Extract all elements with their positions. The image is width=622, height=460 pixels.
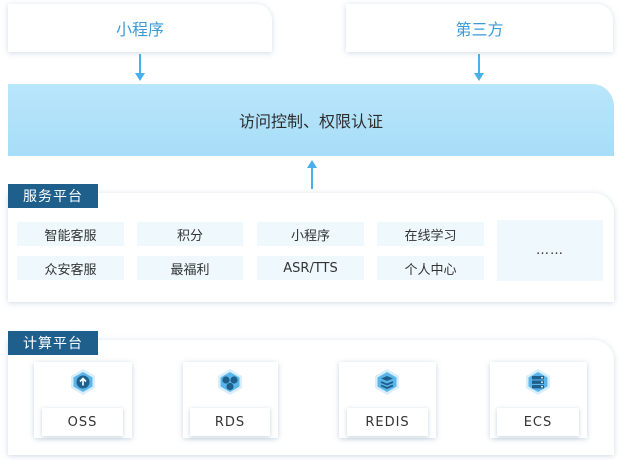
compute-node-label: ECS [497,408,579,436]
arrow-down-icon [474,73,484,81]
service-item: 积分 [137,222,243,246]
compute-node-label: REDIS [347,408,428,436]
service-item: ASR/TTS [257,256,364,280]
service-item: 在线学习 [377,222,484,246]
client-third-party: 第三方 [346,4,613,52]
service-item: 小程序 [257,222,364,246]
client-mini-program: 小程序 [8,4,272,52]
service-platform-tag: 服务平台 [8,184,98,208]
service-more: …… [497,220,603,281]
arrow-shaft [139,54,141,74]
client-label: 第三方 [455,20,504,39]
client-label: 小程序 [115,20,164,39]
arrow-down-icon [135,73,145,81]
access-control-layer: 访问控制、权限认证 [8,84,614,156]
compute-platform-tag: 计算平台 [8,331,98,355]
service-item: 众安客服 [17,256,124,280]
service-item: 智能客服 [17,222,124,246]
layers-stack-icon [375,369,399,395]
service-item: 个人中心 [377,256,484,280]
arrow-shaft [478,54,480,74]
arrow-shaft [311,167,313,189]
database-cluster-icon [218,369,242,395]
server-rack-icon [526,369,550,395]
cloud-upload-icon [71,369,95,395]
compute-node-label: RDS [190,408,270,436]
service-item: 最福利 [137,256,243,280]
access-control-label: 访问控制、权限认证 [238,112,383,131]
compute-node-label: OSS [42,408,123,436]
arrow-up-icon [307,160,317,168]
